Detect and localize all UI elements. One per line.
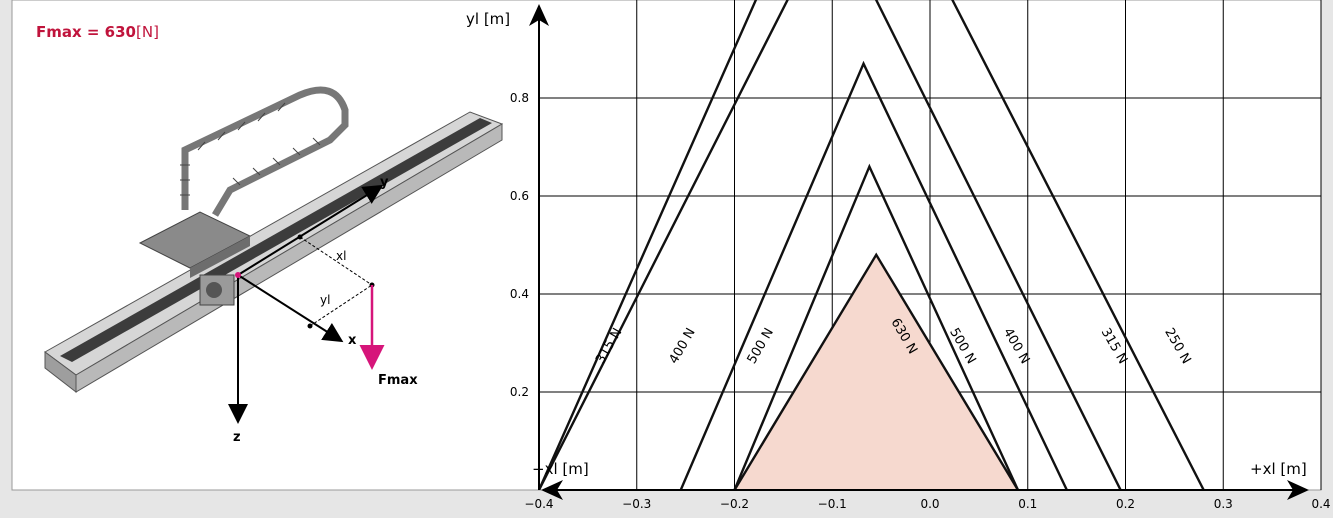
chart-ticks-layer: −0.4 −0.3 −0.2 −0.1 0.0 0.1 0.2 0.3 0.4 0.2 0.4 0.6… <box>510 91 1331 511</box>
x-tick-label: 0.0 <box>920 497 939 511</box>
x-tick-label: 0.3 <box>1214 497 1233 511</box>
series-line <box>733 252 1020 490</box>
carriage-side <box>190 236 250 278</box>
x-tick-label: 0.1 <box>1018 497 1037 511</box>
y-tick-label: 0.6 <box>510 189 529 203</box>
series-line <box>733 163 1020 490</box>
y-tick-label: 0.4 <box>510 287 529 301</box>
y-tick-label: 0.2 <box>510 385 529 399</box>
y-tick-label: 0.8 <box>510 91 529 105</box>
x-tick-label: 0.2 <box>1116 497 1135 511</box>
fmax-expression: Fmax = 630 <box>36 23 136 41</box>
series-line <box>679 60 1068 490</box>
fmax-unit: [N] <box>136 23 159 41</box>
yl-label: yl <box>320 293 330 307</box>
x-tick-label: 0.4 <box>1311 497 1330 511</box>
rail-end <box>44 351 77 394</box>
series-fill <box>734 254 1018 490</box>
x-tick-label: −0.4 <box>524 497 553 511</box>
chart-series-layer <box>539 0 1205 490</box>
xl-point <box>297 234 303 240</box>
yl-dimension <box>309 284 373 327</box>
chart-axes-layer <box>529 4 1309 500</box>
x-tick-label: −0.1 <box>818 497 847 511</box>
x-axis-title-negative: −xl [m] <box>532 460 589 478</box>
x-axis-title-positive: +xl [m] <box>1250 460 1307 478</box>
x-axis-arrow <box>237 274 344 343</box>
xl-dimension <box>299 236 373 286</box>
force-label: Fmax <box>378 373 418 388</box>
motor-shaft <box>206 282 222 298</box>
origin-point <box>235 272 241 278</box>
x-axis-label: x <box>348 333 357 348</box>
series-line <box>539 0 1205 490</box>
x-tick-label: −0.2 <box>720 497 749 511</box>
z-axis-label: z <box>233 430 241 445</box>
y-axis-title: yl [m] <box>466 10 510 28</box>
rail-belt <box>60 118 492 362</box>
fmax-heading: Fmax = 630 [N] <box>36 23 159 41</box>
chart-fill-layer <box>734 254 1018 490</box>
x-tick-label: −0.3 <box>622 497 651 511</box>
cable-chain <box>181 86 349 217</box>
yl-point <box>307 323 313 329</box>
coordinate-system: y x z xl yl Fmax <box>228 175 418 445</box>
cable-chain-links <box>180 102 321 196</box>
series-line <box>539 0 1122 490</box>
y-axis-arrow <box>237 184 384 276</box>
linear-axis-illustration <box>44 86 504 394</box>
y-axis-label: y <box>380 175 389 190</box>
xl-label: xl <box>336 249 346 263</box>
